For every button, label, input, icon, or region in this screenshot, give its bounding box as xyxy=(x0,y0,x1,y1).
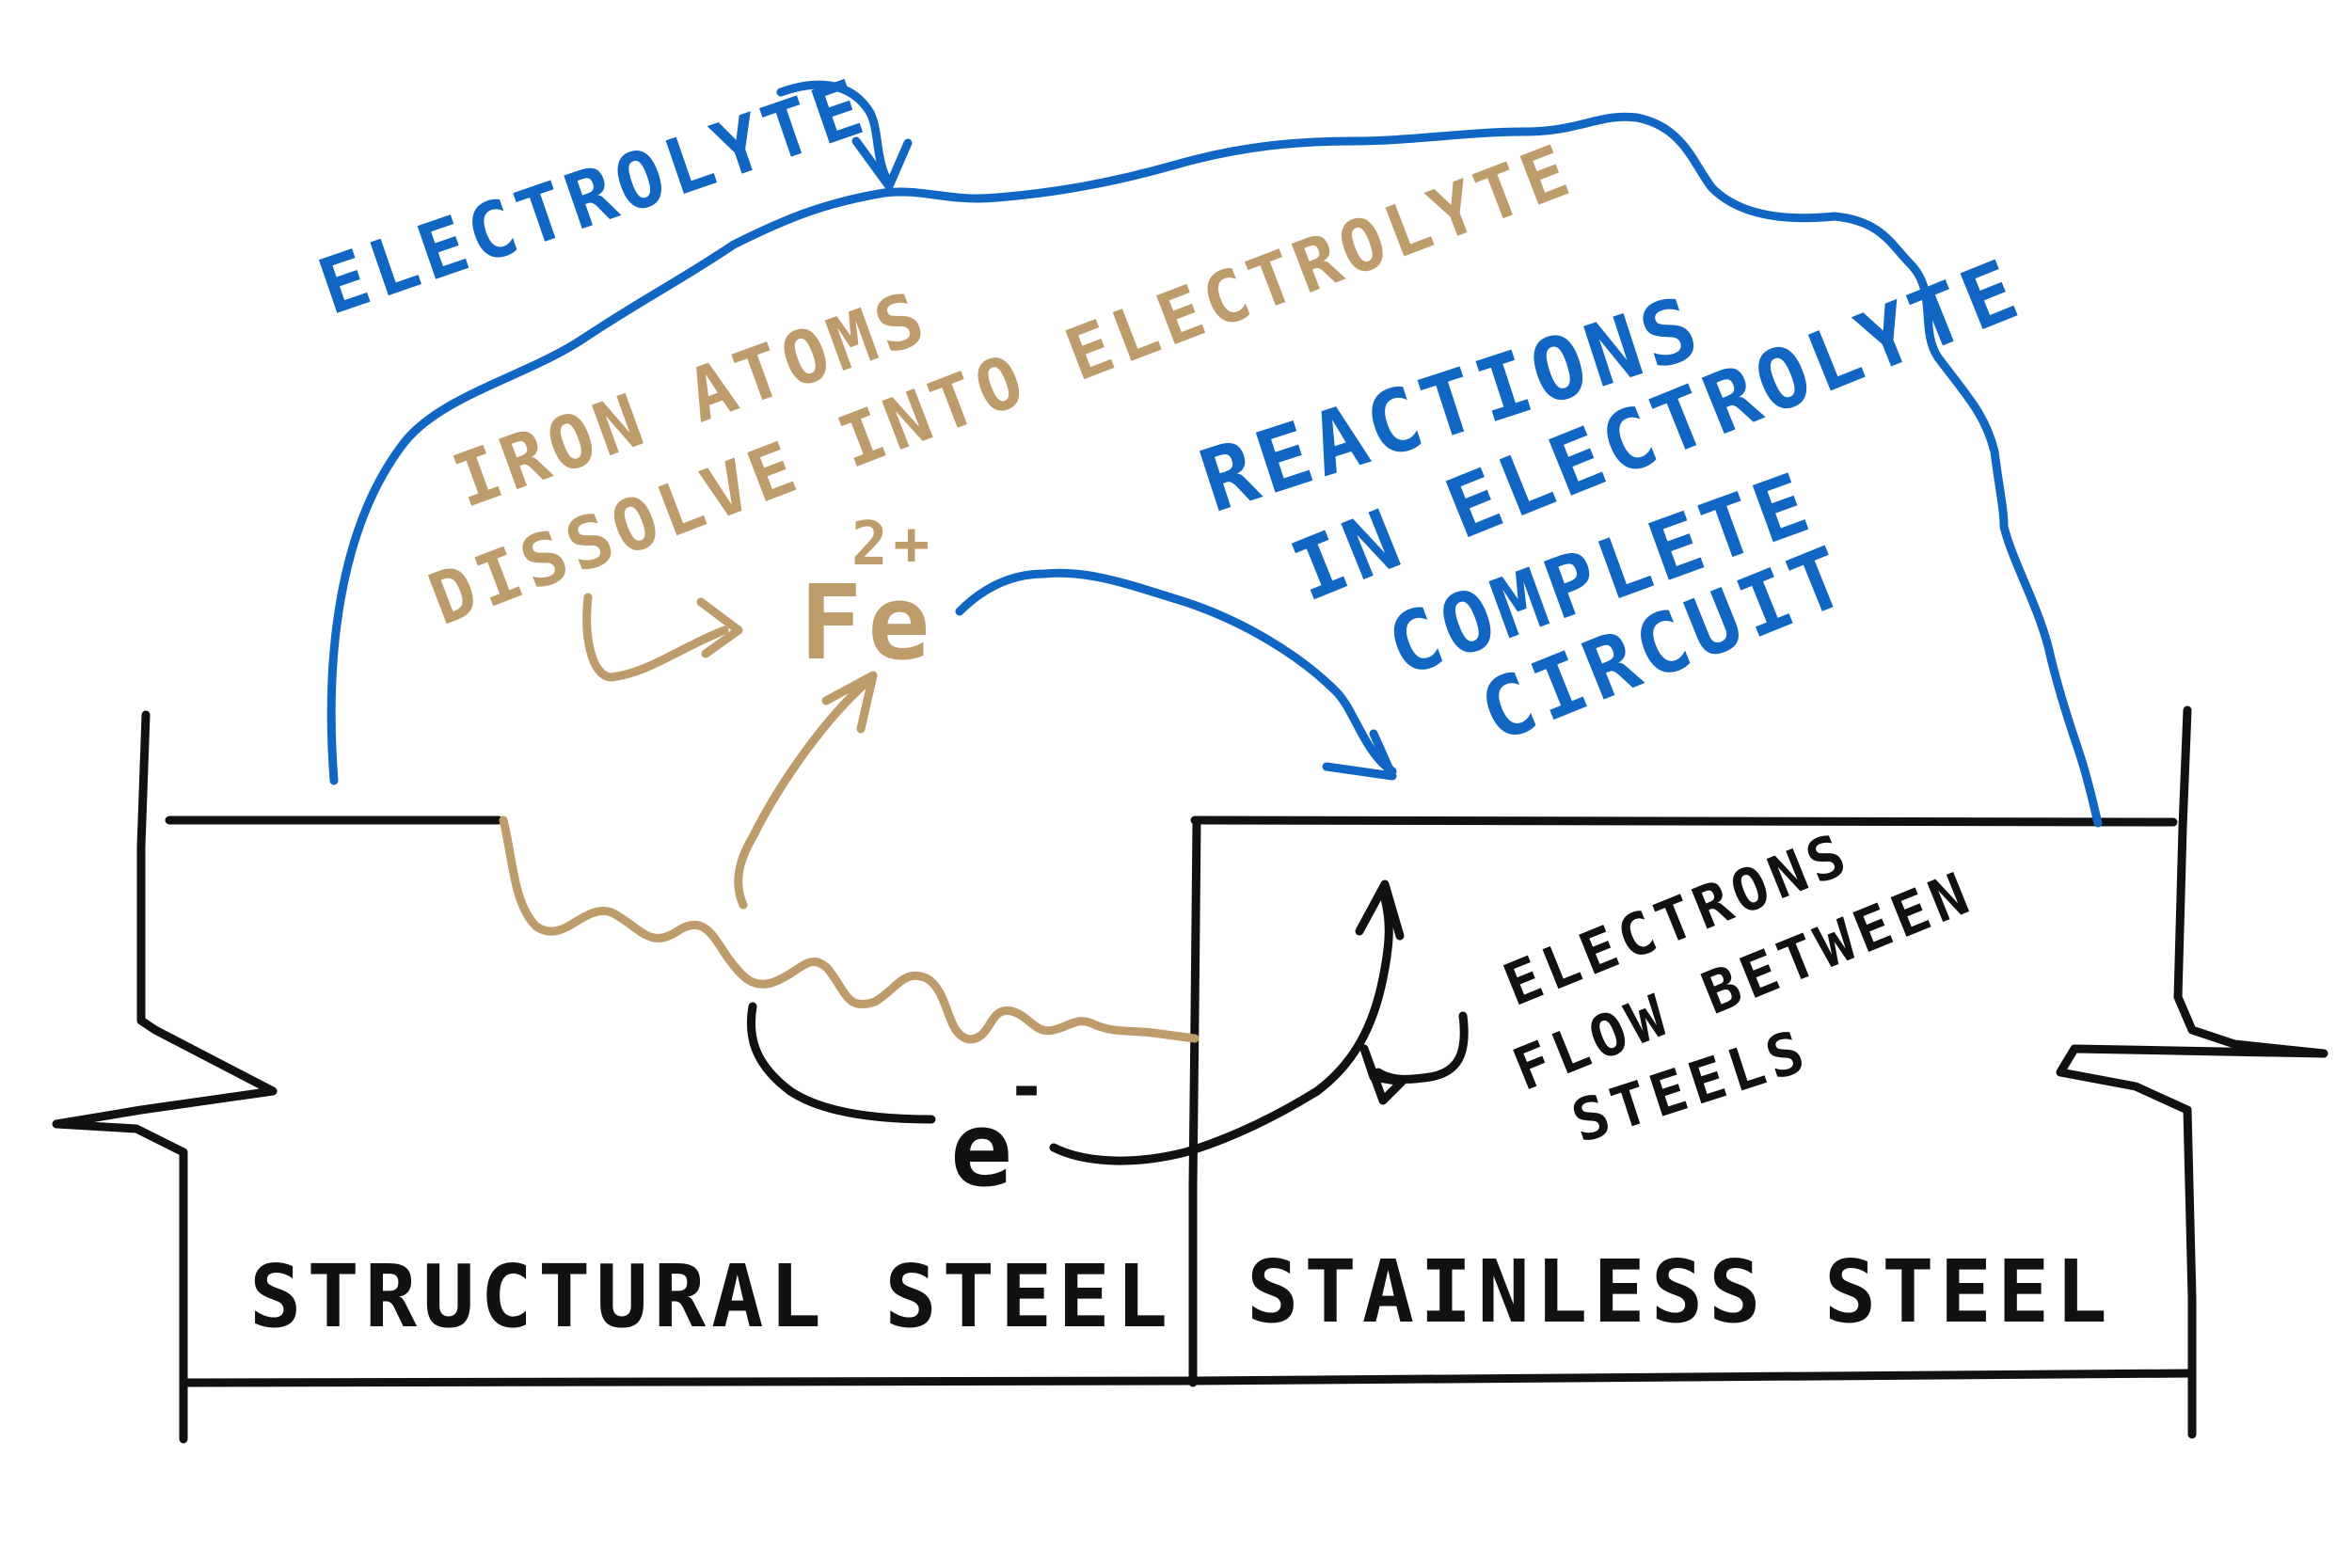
corroded-surface-line xyxy=(499,816,1200,1044)
iron-ion: Fe 2+ xyxy=(800,510,935,683)
electron-arrowhead-icon xyxy=(1355,879,1405,941)
iron-release-arrowhead-icon xyxy=(821,671,878,734)
dissolve-arrowhead-icon xyxy=(696,597,743,658)
circuit-arrow xyxy=(955,568,1397,776)
steel-junction-line xyxy=(1188,816,1201,1387)
electrolyte-callout: ELECTROLYTE xyxy=(309,62,913,333)
electrolyte-label: ELECTROLYTE xyxy=(309,62,880,333)
electron-label-pointer-arrowhead-icon xyxy=(1359,1044,1406,1105)
electrolyte-boundary xyxy=(326,112,2103,828)
electrolyte-arrowhead-icon xyxy=(851,136,913,191)
left-break-line xyxy=(52,710,278,1444)
iron-release-arrow xyxy=(734,674,875,910)
circuit-arrowhead-icon xyxy=(1322,729,1397,781)
electron-label-pointer xyxy=(1374,1011,1469,1084)
stainless-steel-top-edge xyxy=(1190,816,2178,827)
electron-path-right xyxy=(1049,894,1393,1165)
electron-flow: e - ELECTRONS FLOW BETWEEN STEELS xyxy=(746,818,1983,1210)
dissolve-arrow xyxy=(582,593,729,682)
electron-symbol: e xyxy=(950,1089,1018,1210)
electrolyte-arrow xyxy=(776,80,894,188)
electron-charge: - xyxy=(1007,1049,1052,1126)
iron-ion-charge: 2+ xyxy=(851,510,935,579)
electron-path-left xyxy=(746,1002,936,1124)
steel-bottom-edge xyxy=(179,1369,2195,1387)
stainless-steel-label: STAINLESS STEEL xyxy=(1247,1242,2113,1342)
structural-steel-label: STRUCTURAL STEEL xyxy=(249,1246,1173,1347)
iron-ion-symbol: Fe xyxy=(800,562,935,683)
right-break-line xyxy=(2056,705,2328,1439)
steel-blocks xyxy=(52,705,2328,1444)
